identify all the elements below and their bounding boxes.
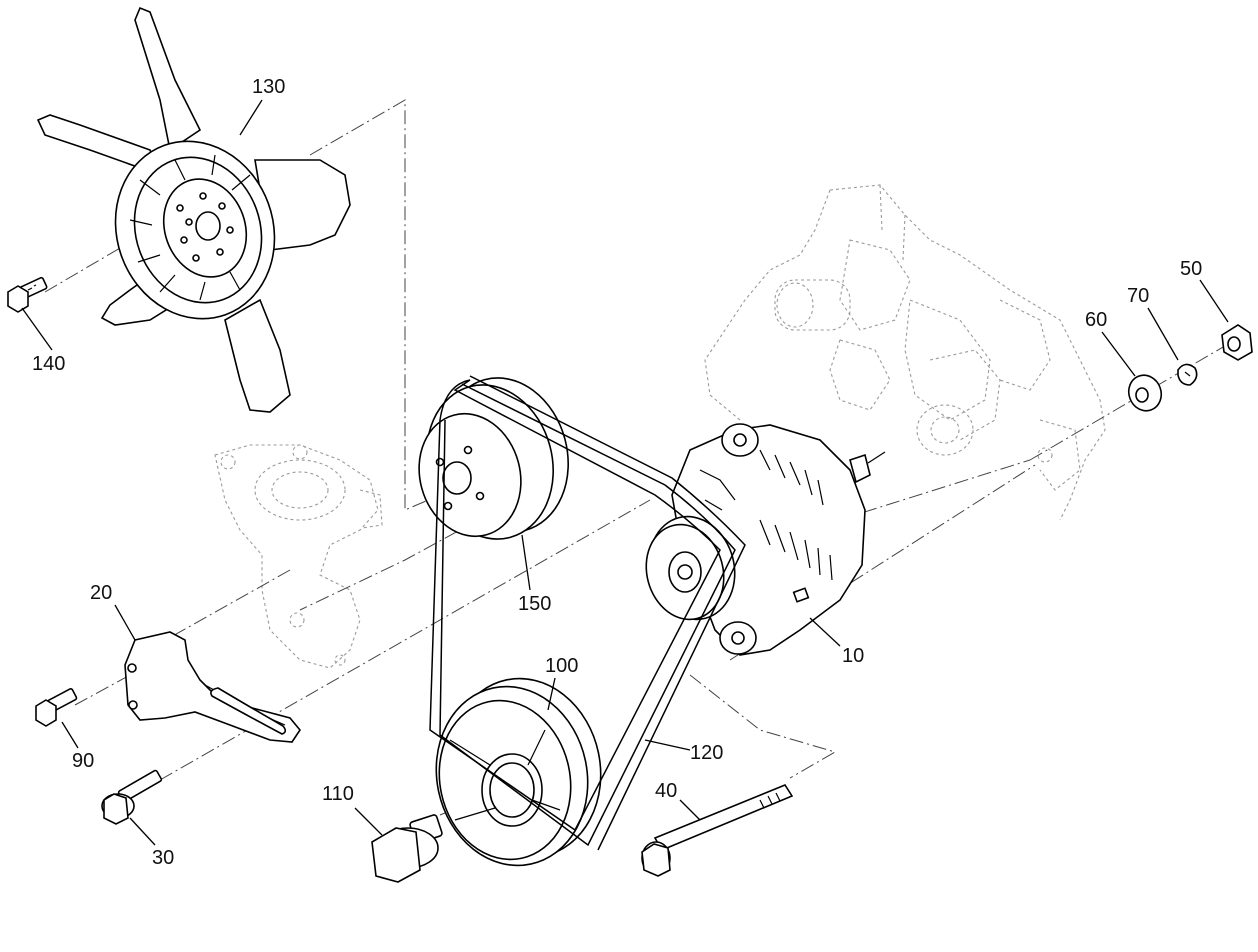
callout-labels: 130 140 20 90 30 110 150 100 120 40 10 6… xyxy=(32,76,1202,869)
callout-140: 140 xyxy=(32,353,65,375)
alternator-bracket xyxy=(124,631,301,743)
hex-nut xyxy=(1221,324,1253,361)
callout-130: 130 xyxy=(252,76,285,98)
crank-pulley-bolt xyxy=(371,814,443,883)
fan-bolt xyxy=(7,276,48,313)
cooling-fan xyxy=(36,6,351,413)
callout-90: 90 xyxy=(72,750,94,772)
flat-washer xyxy=(1127,374,1163,412)
callout-20: 20 xyxy=(90,582,112,604)
callout-100: 100 xyxy=(545,655,578,677)
callout-50: 50 xyxy=(1180,258,1202,280)
callout-30: 30 xyxy=(152,847,174,869)
callout-10: 10 xyxy=(842,645,864,667)
ghost-engine-block xyxy=(704,184,1106,521)
callout-110: 110 xyxy=(322,783,354,805)
crankshaft-pulley xyxy=(435,677,602,867)
alternator-long-bolt xyxy=(641,784,794,877)
callout-120: 120 xyxy=(690,742,723,764)
water-pump-pulley xyxy=(418,377,569,540)
callout-60: 60 xyxy=(1085,309,1107,331)
bracket-bolt-short xyxy=(35,688,78,727)
lock-washer xyxy=(1177,363,1198,386)
callout-70: 70 xyxy=(1127,285,1149,307)
callout-40: 40 xyxy=(655,780,677,802)
bracket-bolt-flanged xyxy=(101,769,163,825)
callout-150: 150 xyxy=(518,593,551,615)
leader-lines xyxy=(21,99,1229,846)
drive-belt xyxy=(429,375,746,851)
ghost-water-pump-housing xyxy=(214,444,383,669)
